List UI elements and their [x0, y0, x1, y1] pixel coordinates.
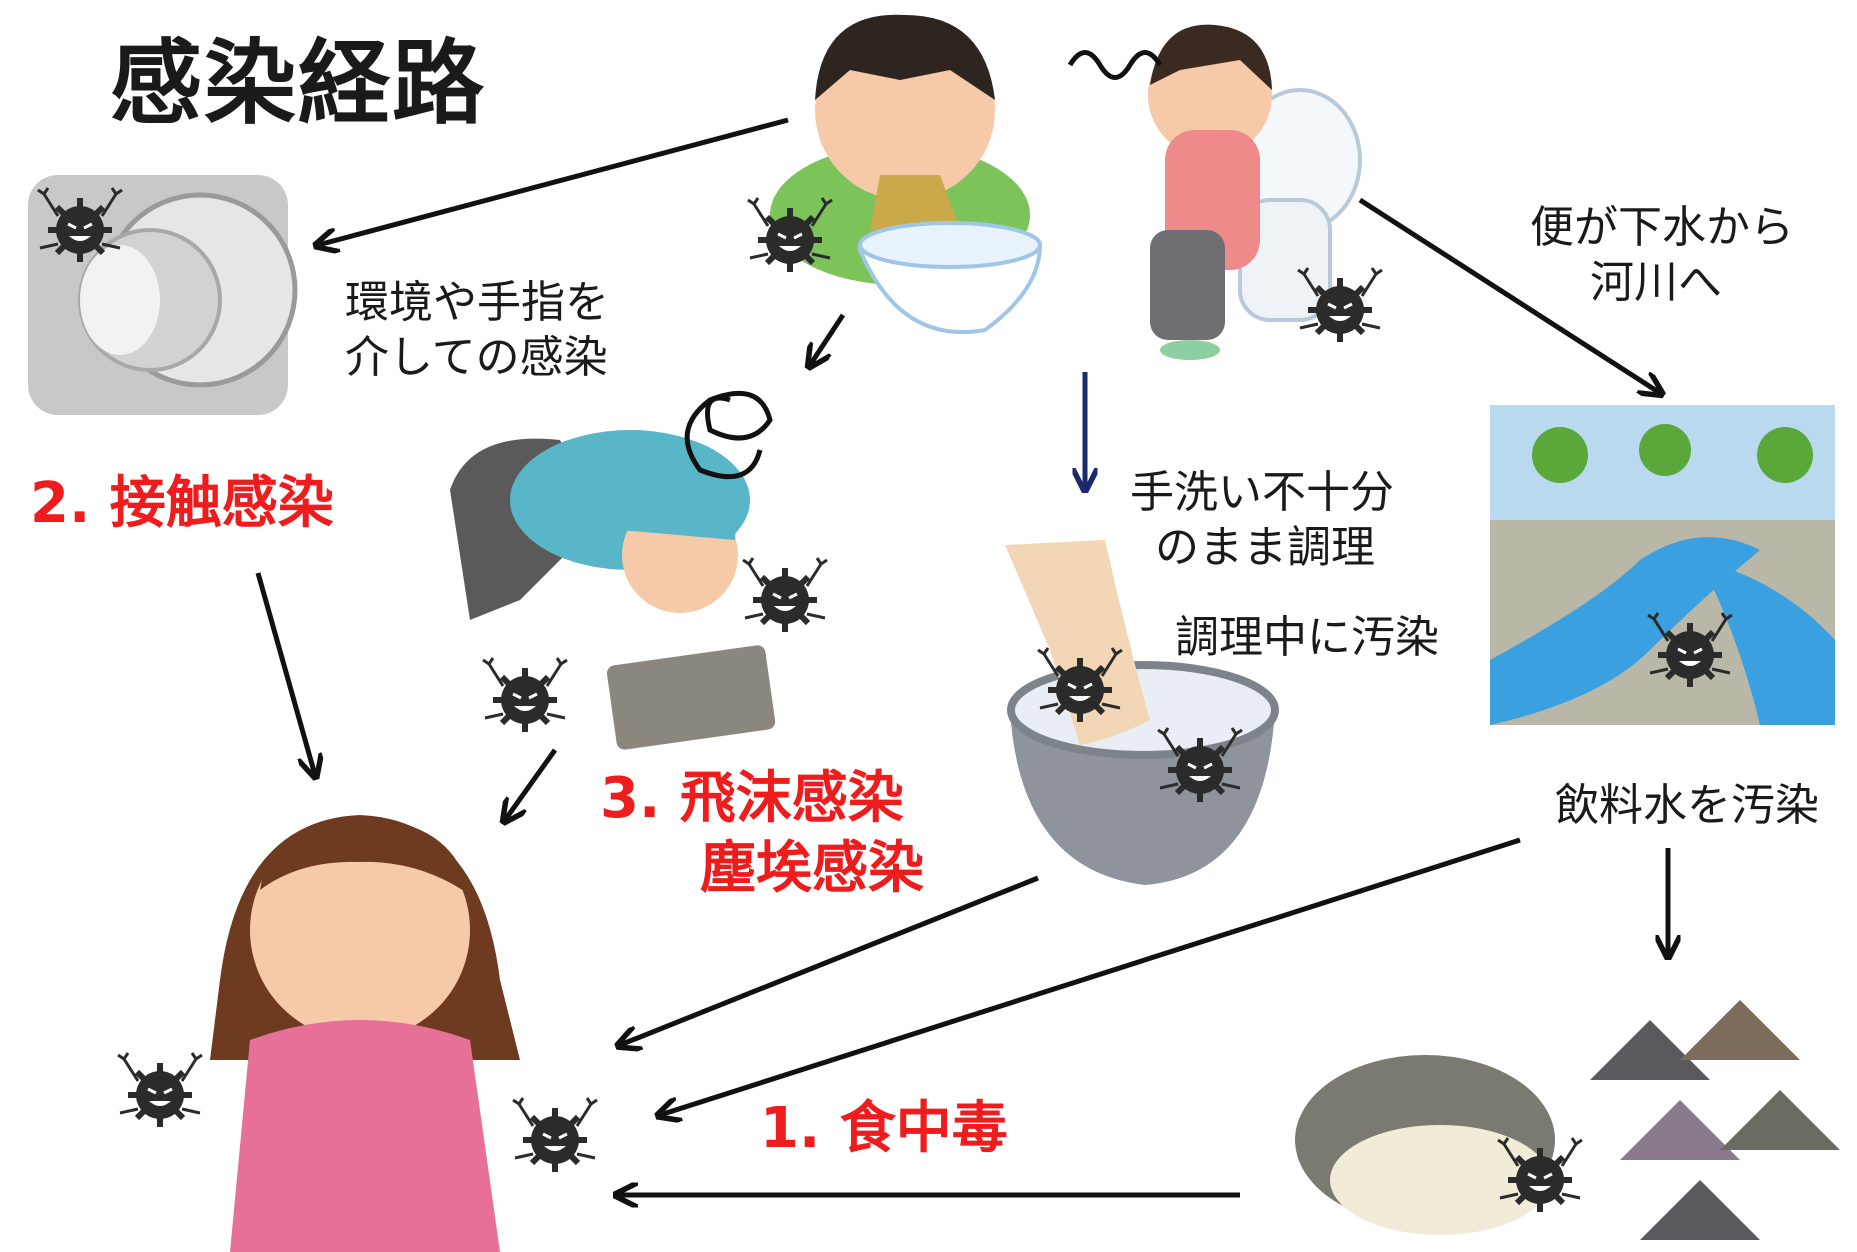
route-food-poisoning: 1. 食中毒 — [760, 1096, 1008, 1161]
toilet-woman-illustration — [1148, 24, 1362, 360]
arrow-boy-to-cleaning — [810, 313, 846, 365]
virus-cleaning-2 — [743, 558, 827, 632]
arrow-bowl-to-woman — [620, 875, 1039, 1045]
arrow-boy-to-doorknob — [318, 117, 789, 245]
arrow-contact-to-woman — [255, 572, 315, 775]
handwash-label-line1: 手洗い不十分 — [1130, 467, 1394, 518]
environment-label-line2: 介しての感染 — [345, 332, 608, 383]
arrow-water-to-woman — [660, 837, 1521, 1115]
drinking-water-label: 飲料水を汚染 — [1555, 780, 1819, 831]
route-droplet-infection-line2: 塵埃感染 — [700, 836, 924, 901]
virus-cleaning-1 — [483, 658, 567, 732]
cleaning-person-illustration — [450, 430, 776, 750]
virus-sick-2 — [513, 1098, 597, 1172]
arrow-droplet-to-woman — [505, 748, 558, 820]
river-illustration — [1490, 405, 1835, 725]
diagram-title: 感染経路 — [110, 30, 487, 137]
environment-label-line1: 環境や手指を — [345, 277, 609, 328]
shellfish-illustration — [1295, 1000, 1840, 1240]
feces-label-line2: 河川へ — [1590, 257, 1722, 308]
feces-label-line1: 便が下水から — [1530, 202, 1794, 253]
cooking-contamination-label: 調理中に汚染 — [1175, 612, 1439, 663]
virus-sick-1 — [118, 1053, 202, 1127]
sick-woman-illustration — [210, 815, 520, 1252]
handwash-label-line2: のまま調理 — [1155, 522, 1375, 573]
route-contact-infection: 2. 接触感染 — [30, 471, 334, 536]
flow-arrows — [255, 117, 1668, 1195]
route-droplet-infection-line1: 3. 飛沫感染 — [600, 766, 904, 831]
bowl-hand-illustration — [1005, 540, 1279, 885]
vomiting-boy-illustration — [770, 14, 1043, 335]
arrow-toilet-to-river — [1358, 197, 1660, 393]
